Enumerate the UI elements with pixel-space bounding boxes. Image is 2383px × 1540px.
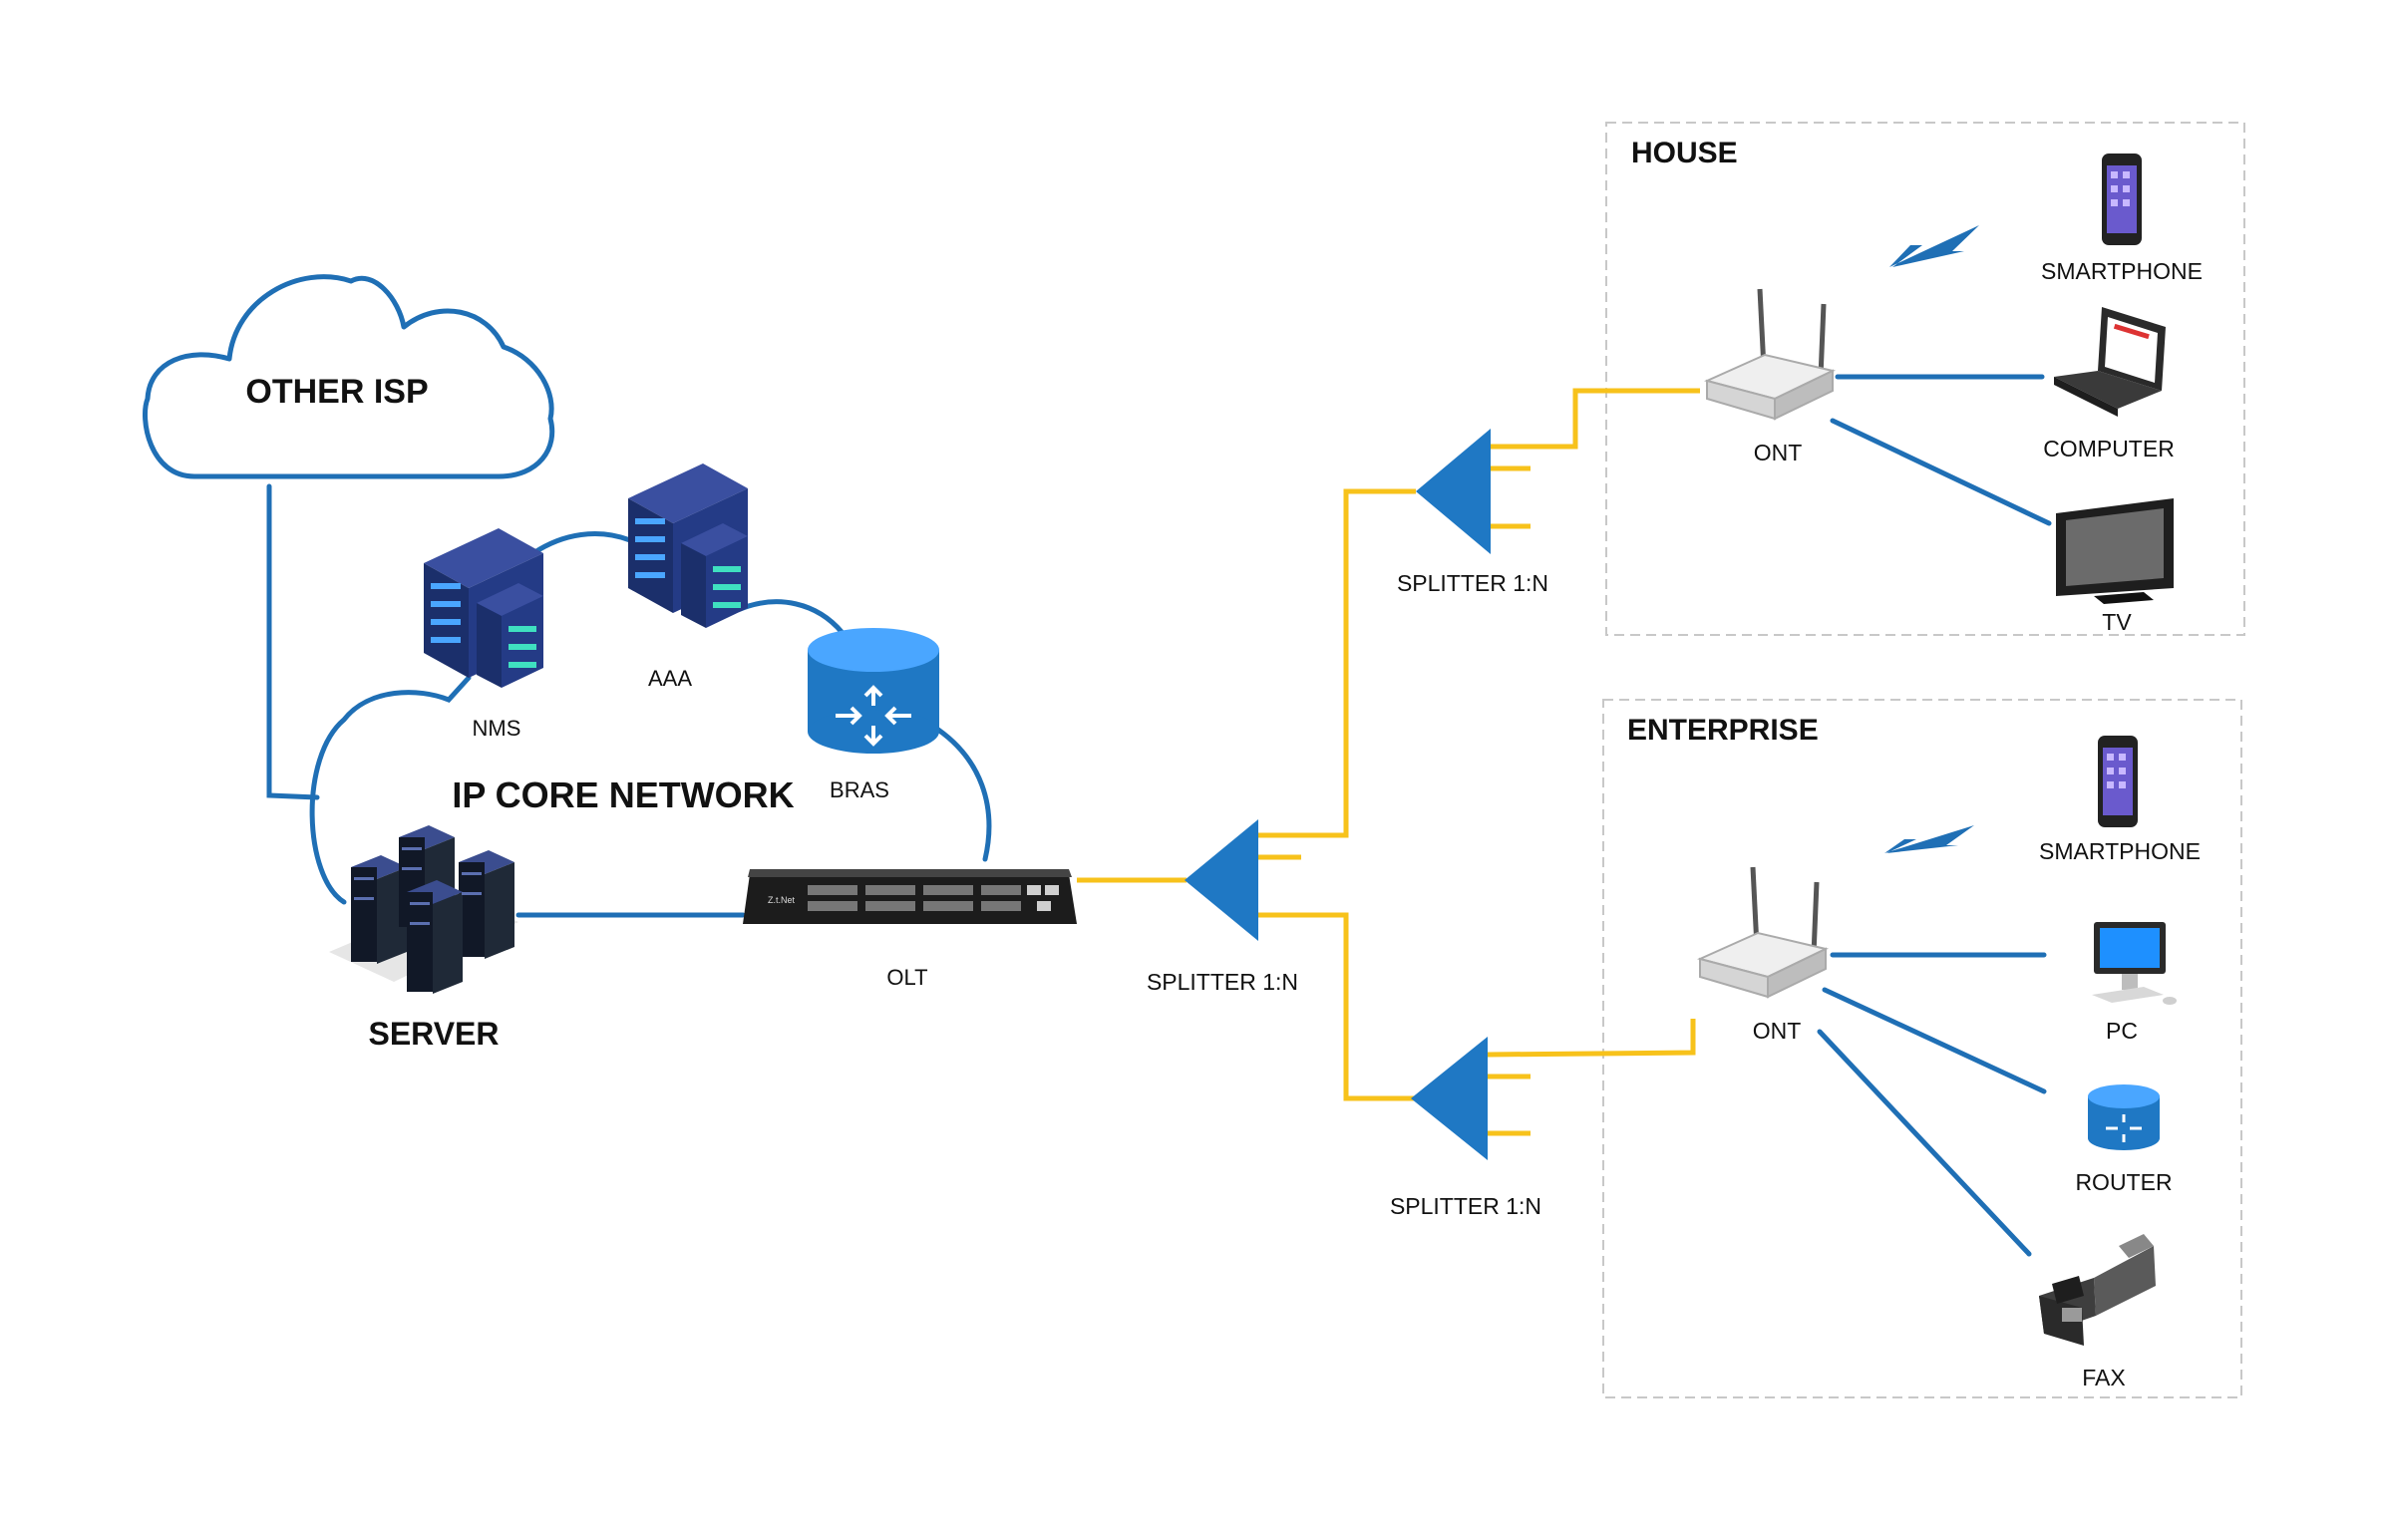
server-rack-4: [407, 880, 463, 994]
router-arrows-icon: [836, 685, 911, 747]
enterprise-label: ENTERPRISE: [1627, 714, 1819, 747]
ip-core-network-label: IP CORE NETWORK: [452, 774, 794, 815]
fiber-house-splitter-to-ont: [1491, 388, 1700, 450]
fiber-splitter-to-house-splitter: [1258, 488, 1416, 838]
tv-label: TV: [2102, 609, 2132, 635]
house-group-box: [1605, 122, 2245, 636]
house-label: HOUSE: [1631, 137, 1738, 169]
ont-house-label: ONT: [1754, 440, 1803, 465]
wireless-enterprise-icon: [1884, 825, 1974, 853]
fiber-links: [1077, 388, 1700, 1136]
cloud-icon: [143, 274, 555, 479]
link-ont-enterprise-to-fax: [1817, 1029, 2032, 1257]
smartphone-house-label: SMARTPHONE: [2041, 258, 2203, 284]
wireless-house-icon: [1889, 225, 1979, 267]
olt-switch-icon: Z.t.Net: [743, 869, 1077, 924]
aaa-label: AAA: [648, 666, 692, 691]
other-isp-cloud: OTHER ISP: [143, 274, 555, 479]
ont-house-icon: [1704, 288, 1836, 421]
smartphone-house-icon: [2102, 154, 2142, 245]
splitter-house-label: SPLITTER 1:N: [1397, 570, 1548, 596]
olt-brand-label: Z.t.Net: [768, 895, 796, 905]
ip-core-cloud-top-1: [531, 531, 631, 556]
server-label: SERVER: [368, 1016, 499, 1052]
network-links: [266, 374, 2052, 1257]
ont-enterprise-label: ONT: [1753, 1018, 1802, 1044]
splitter-main-label: SPLITTER 1:N: [1147, 969, 1298, 995]
pc-label: PC: [2106, 1018, 2138, 1044]
splitter-enterprise-icon: [1411, 1037, 1488, 1160]
tv-icon: [2056, 498, 2174, 604]
other-isp-label: OTHER ISP: [245, 373, 428, 411]
fax-label: FAX: [2082, 1365, 2125, 1390]
splitter-house-icon: [1416, 429, 1491, 554]
ip-core-cloud-outline: [309, 675, 472, 905]
ont-enterprise-icon: [1697, 866, 1829, 999]
fiber-enterprise-splitter-to-ont: [1487, 1019, 1696, 1058]
nms-server-icon: [424, 528, 543, 688]
nms-label: NMS: [473, 716, 521, 741]
enterprise-group-box: [1602, 699, 2242, 1398]
router-label: ROUTER: [2075, 1169, 2172, 1195]
router-arrows-small-icon: [2106, 1114, 2142, 1142]
fiber-splitter-to-enterprise-splitter: [1258, 912, 1414, 1101]
splitter-enterprise-label: SPLITTER 1:N: [1390, 1193, 1541, 1219]
splitter-main-icon: [1185, 819, 1258, 941]
fax-machine-icon: [2039, 1234, 2156, 1346]
ip-core-cloud-right: [929, 723, 992, 862]
smartphone-enterprise-icon: [2098, 736, 2138, 827]
bras-router-icon: [808, 628, 939, 754]
aaa-server-icon: [628, 463, 748, 628]
server-rack-1: [351, 855, 407, 964]
olt-label: OLT: [886, 965, 927, 990]
desktop-pc-icon: [2092, 922, 2177, 1005]
ip-core-cloud-top-2: [737, 599, 845, 635]
link-ont-house-to-tv: [1830, 418, 2052, 526]
bras-label: BRAS: [830, 777, 889, 802]
link-ont-enterprise-to-router: [1822, 987, 2047, 1094]
router-icon: [2088, 1084, 2160, 1150]
computer-label: COMPUTER: [2043, 436, 2175, 462]
laptop-icon: [2054, 307, 2166, 417]
link-other-isp-to-server: [266, 483, 320, 800]
server-rack-3: [459, 850, 514, 959]
ip-core-network-cloud: IP CORE NETWORK: [309, 531, 992, 905]
server-cluster-icon: [329, 825, 518, 994]
smartphone-enterprise-label: SMARTPHONE: [2039, 838, 2201, 864]
